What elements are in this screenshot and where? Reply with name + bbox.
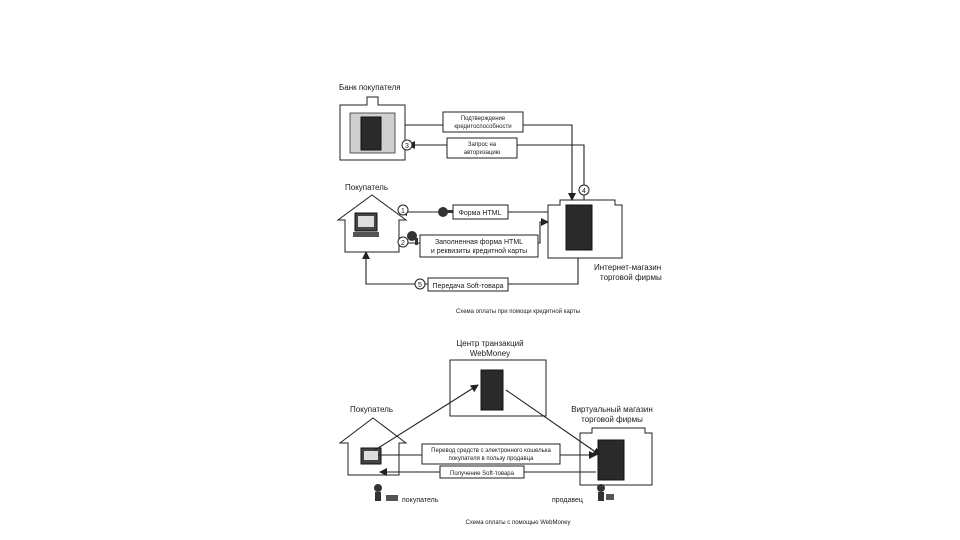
msg-funds-line1: Перевод средств с электронного кошелька <box>431 448 551 454</box>
msg-transfer: Передача Soft-товара <box>433 283 504 290</box>
msg-form-box <box>452 204 509 220</box>
center-server-icon <box>480 369 504 411</box>
step-1: 1 <box>401 208 405 215</box>
arrow-buyer-to-center <box>374 384 479 451</box>
msg-form: Форма HTML <box>459 210 502 217</box>
shop2-label-line2: торговой фирмы <box>581 415 643 424</box>
msg-receive-box <box>439 465 525 479</box>
credit-card-scheme: Банк покупателя Покупатель Интернет-мага… <box>336 83 662 315</box>
msg-request-line1: Запрос на <box>468 142 497 148</box>
step-3: 3 <box>405 143 409 150</box>
msg-confirm-line2: кредитоспособности <box>454 124 511 130</box>
buyer-label: Покупатель <box>345 183 388 192</box>
buyer-label-2: Покупатель <box>350 405 393 414</box>
msg-filled-line1: Заполненная форма HTML <box>435 239 523 246</box>
buyer-person-label: покупатель <box>402 497 439 504</box>
msg-transfer-box <box>427 277 509 292</box>
center-label-line2: WebMoney <box>470 349 510 358</box>
bank-label: Банк покупателя <box>339 83 401 92</box>
arrow-center-to-shop <box>505 389 601 456</box>
step-4: 4 <box>582 188 586 195</box>
msg-filled-box <box>419 234 539 258</box>
key-icon <box>438 207 454 217</box>
msg-confirm-line1: Подтверждение <box>461 116 506 122</box>
webmoney-scheme: Центр транзакций WebMoney Покупатель Вир… <box>338 339 653 526</box>
msg-filled-line2: и реквизиты кредитной карты <box>431 247 527 255</box>
buyer-house-2 <box>338 417 408 476</box>
shop-label-line1: Интернет-магазин <box>594 263 661 272</box>
msg-funds-line2: покупателя в пользу продавца <box>449 456 535 462</box>
caption-1: Схема оплаты при помощи кредитной карты <box>456 308 580 315</box>
seller-person-label: продавец <box>552 497 583 504</box>
seller-person-icon <box>597 484 614 501</box>
arrow-confirm <box>405 124 576 201</box>
bank-server-icon <box>360 116 382 151</box>
center-label-line1: Центр транзакций <box>456 339 523 348</box>
shop-server-icon <box>565 204 593 251</box>
msg-receive: Получение Soft-товара <box>450 471 515 477</box>
step-2: 2 <box>401 240 405 247</box>
key-icon <box>407 231 418 245</box>
msg-request-box <box>446 137 518 159</box>
bank-building <box>339 96 406 161</box>
buyer-person-icon <box>374 484 398 501</box>
buyer-house <box>336 194 408 253</box>
msg-request-line2: авторизацию <box>464 150 501 156</box>
msg-confirm-box <box>442 111 524 133</box>
shop2-label-line1: Виртуальный магазин <box>571 405 653 414</box>
shop2-server-icon <box>597 439 625 481</box>
shop-building-2 <box>579 427 653 486</box>
caption-2: Схема оплаты с помощью WebMoney <box>466 520 571 526</box>
shop-building <box>547 199 623 259</box>
shop-label-line2: торговой фирмы <box>600 273 662 282</box>
msg-funds-box <box>421 443 561 465</box>
step-5: 5 <box>418 282 422 289</box>
